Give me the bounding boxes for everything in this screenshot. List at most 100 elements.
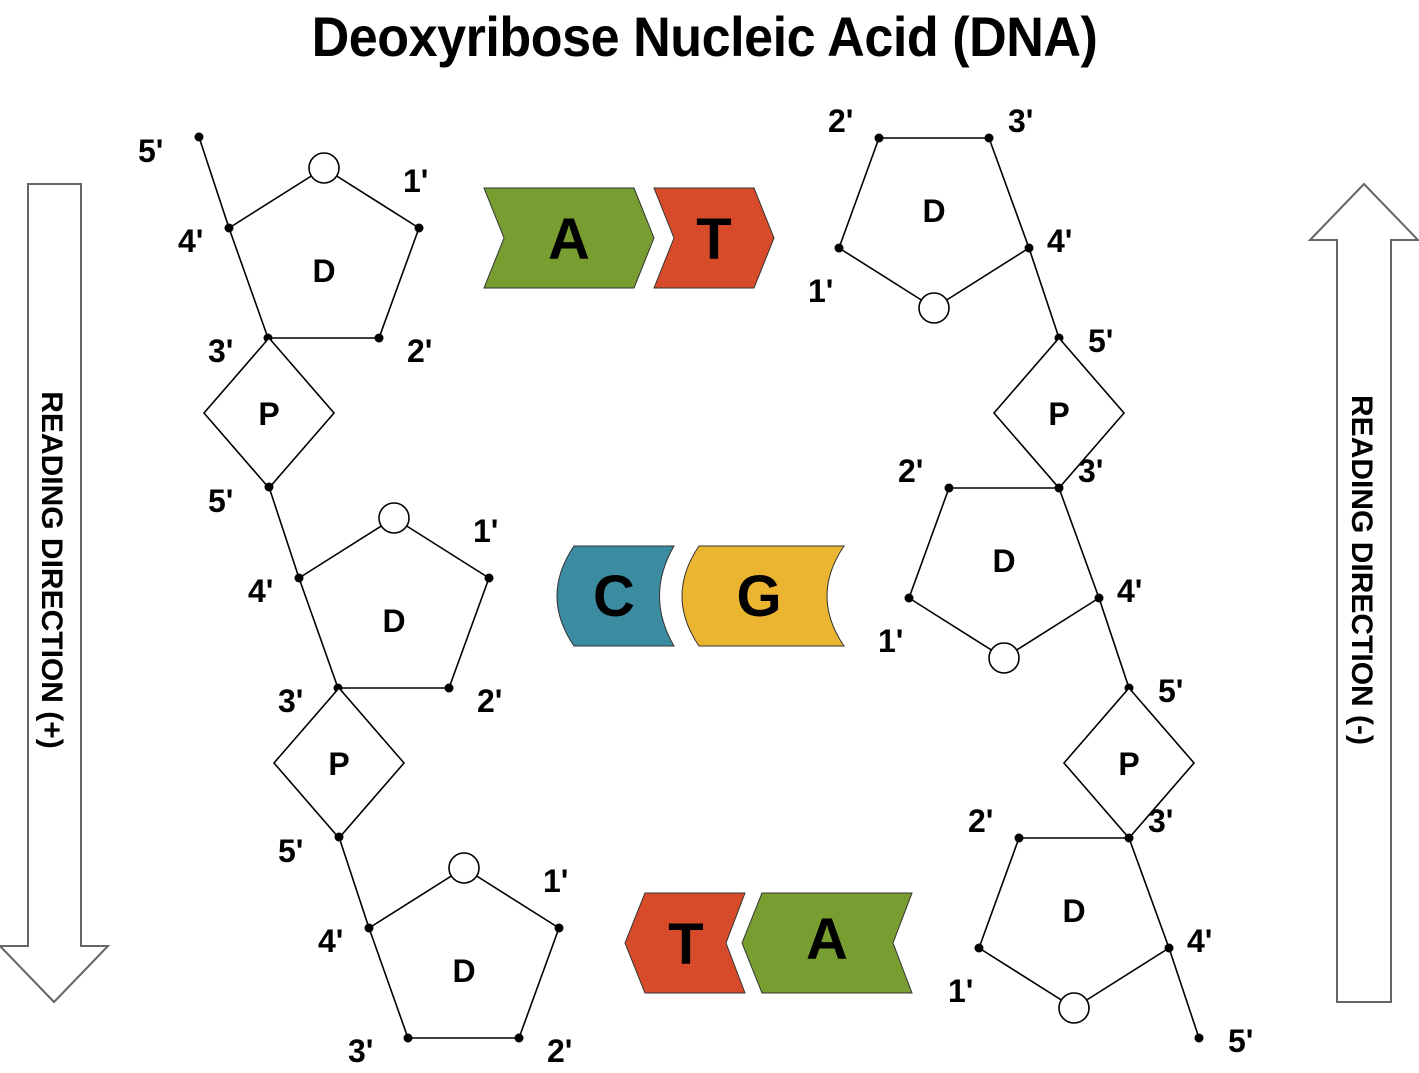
carbon-3-label: 3' [1078,453,1103,489]
deoxyribose-sugar: D5'1'4'3'2' [208,482,502,719]
sugar-label: D [922,193,945,229]
nucleobase-label: C [593,564,635,629]
nucleobase-g-shape [681,545,845,647]
carbon-2-label: 2' [828,103,853,139]
carbon-5-label: 5' [208,483,233,519]
phosphate-label: P [1048,396,1069,432]
carbon-dot [1094,593,1104,603]
carbon-5-label: 5' [1228,1023,1253,1059]
carbon-dot [834,243,844,253]
carbon-dot [1194,1033,1204,1043]
carbon-4-label: 4' [1187,923,1212,959]
carbon-dot [514,1033,524,1043]
nucleobase-t-shape [624,892,746,994]
carbon-dot [1014,833,1024,843]
bond-line [298,517,395,579]
carbon-5-label: 5' [1158,673,1183,709]
bond-line [1073,947,1170,1009]
bond-line [393,517,490,579]
carbon-4-label: 4' [1047,223,1072,259]
carbon-4-label: 4' [178,223,203,259]
carbon-dot [944,483,954,493]
oxygen-atom [988,642,1020,674]
bond-line [978,947,1075,1009]
oxygen-atom [448,852,480,884]
carbon-1-label: 1' [878,623,903,659]
bond-line [378,227,420,339]
carbon-dot [294,573,304,583]
nucleobase-a-shape [483,187,655,289]
nucleobase-label: T [668,912,703,977]
carbon-3-label: 3' [348,1033,373,1069]
phosphate-group: P [272,686,406,840]
reading-direction-minus-arrow: READING DIRECTION (-) [1307,182,1419,1003]
carbon-dot [364,923,374,933]
reading-direction-plus-label: READING DIRECTION (+) [35,391,68,749]
carbon-3-label: 3' [1148,803,1173,839]
carbon-5-label: 5' [1088,323,1113,359]
deoxyribose-sugar: D 2' 3' 4' 1' 5' [808,103,1113,359]
nucleobase-label: T [696,207,731,272]
deoxyribose-sugar: D2'3'4'1'5' [948,803,1253,1059]
phosphate-group: P [992,336,1126,490]
carbon-dot [974,943,984,953]
nucleobase-label: G [736,564,781,629]
bond-line [1003,597,1100,659]
carbon-dot [484,573,494,583]
carbon-dot [334,832,344,842]
deoxyribose-sugar: D5'1'4'3'2' [278,832,572,1069]
bond-line [228,227,269,339]
bond-line [518,927,560,1039]
carbon-2-label: 2' [968,803,993,839]
carbon-4-label: 4' [248,573,273,609]
deoxyribose-sugar: D2'3'4'1'5' [878,453,1183,709]
bond-line [838,137,880,249]
reading-direction-plus-arrow: READING DIRECTION (+) [0,183,111,1004]
carbon-dot [444,683,454,693]
deoxyribose-sugar: D5'1'4'3'2' [138,132,432,369]
carbon-1-label: 1' [543,863,568,899]
carbon-3-label: 3' [1008,103,1033,139]
bond-line [338,836,370,929]
carbon-1-label: 1' [473,513,498,549]
bond-line [978,837,1020,949]
phosphate-group: P [1062,686,1196,840]
diagram-title: Deoxyribose Nucleic Acid (DNA) [311,5,1098,68]
carbon-dot [403,1033,413,1043]
bond-line [1028,247,1060,339]
right-strand: D2'3'4'1'5'PD2'3'4'1'5'PD2'3'4'1'5' [808,103,1253,1059]
bond-line [933,247,1030,309]
nucleobase-t-shape [653,187,775,289]
carbon-2-label: 2' [547,1033,572,1069]
left-strand: D5'1'4'3'2'PD5'1'4'3'2'PD5'1'4'3'2' [138,132,572,1069]
carbon-1-label: 1' [948,973,973,1009]
bond-line [228,167,325,229]
bond-line [1168,947,1200,1039]
carbon-4-label: 4' [1117,573,1142,609]
carbon-2-label: 2' [477,683,502,719]
carbon-1-label: 1' [403,163,428,199]
phosphate-label: P [328,746,349,782]
bond-line [1058,487,1100,599]
phosphate-group: P [202,336,336,490]
carbon-dot [224,223,234,233]
reading-direction-minus-label: READING DIRECTION (-) [1345,395,1378,745]
oxygen-atom [308,152,340,184]
bond-line [268,486,300,579]
carbon-dot [374,333,384,343]
bond-line [323,167,420,229]
carbon-dot [874,133,884,143]
sugar-label: D [452,953,475,989]
carbon-dot [194,132,204,142]
carbon-3-label: 3' [208,333,233,369]
carbon-1-label: 1' [808,273,833,309]
bond-line [908,597,1005,659]
carbon-dot [904,593,914,603]
carbon-2-label: 2' [898,453,923,489]
bond-line [448,577,490,689]
